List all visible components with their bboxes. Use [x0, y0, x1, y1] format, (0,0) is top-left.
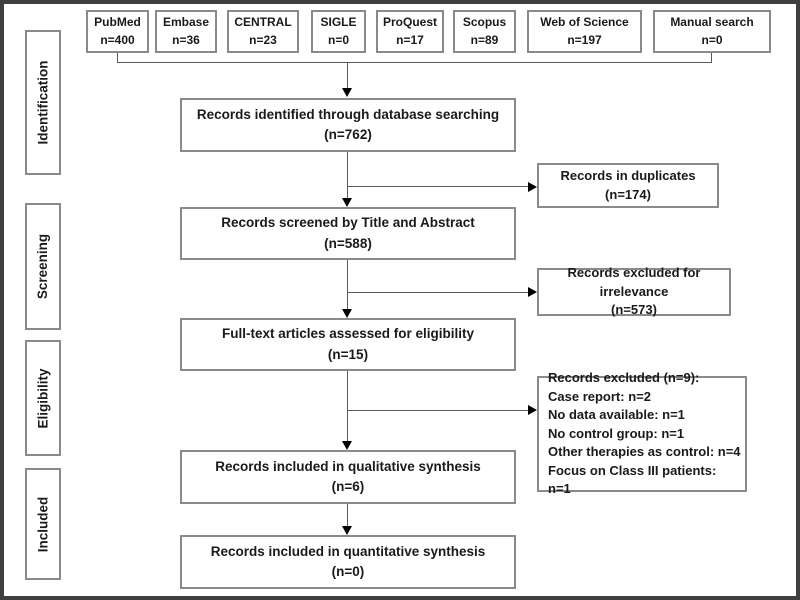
connector-line: [347, 260, 348, 309]
exclusion-line: No data available: n=1: [548, 407, 685, 423]
stage-screening: Screening: [25, 203, 61, 330]
arrowhead-down-icon: [342, 309, 352, 318]
source-box-scopus: Scopus n=89: [453, 10, 516, 53]
flow-count: (n=6): [331, 479, 365, 494]
source-box-proquest: ProQuest n=17: [376, 10, 444, 53]
flow-box-quantitative: Records included in quantitative synthes…: [180, 535, 516, 589]
source-count: n=36: [172, 32, 200, 47]
source-name: SIGLE: [320, 15, 357, 30]
flow-box-fulltext: Full-text articles assessed for eligibil…: [180, 318, 516, 371]
exclusion-box-reasons: Records excluded (n=9): Case report: n=2…: [537, 370, 747, 496]
flow-label: Records included in quantitative synthes…: [210, 543, 486, 559]
source-name: PubMed: [94, 15, 141, 30]
stage-label: Identification: [35, 60, 51, 145]
flow-count: (n=762): [324, 127, 372, 142]
flow-count: (n=15): [327, 346, 369, 362]
connector-line: [711, 53, 712, 63]
source-name: Manual search: [670, 15, 754, 30]
source-box-sigle: SIGLE n=0: [311, 10, 366, 53]
exclusion-box-duplicates: Records in duplicates (n=174): [537, 163, 719, 208]
arrowhead-down-icon: [342, 198, 352, 207]
flow-count: (n=0): [331, 564, 365, 579]
source-box-embase: Embase n=36: [155, 10, 217, 53]
source-name: ProQuest: [382, 15, 437, 30]
source-count: n=400: [100, 32, 135, 47]
exclusion-count: (n=174): [605, 186, 651, 202]
stage-label: Screening: [35, 233, 51, 300]
flow-box-screened: Records screened by Title and Abstract (…: [180, 207, 516, 260]
connector-line: [347, 504, 348, 526]
exclusion-line: No control group: n=1: [548, 425, 685, 441]
flow-label: Records identified through database sear…: [196, 106, 500, 122]
source-count: n=23: [249, 32, 277, 47]
flow-box-identified: Records identified through database sear…: [180, 98, 516, 152]
connector-line: [117, 62, 712, 63]
source-count: n=0: [701, 32, 723, 47]
arrowhead-down-icon: [342, 88, 352, 97]
source-count: n=17: [396, 32, 424, 47]
connector-line: [347, 62, 348, 89]
stage-identification: Identification: [25, 30, 61, 175]
connector-line: [347, 186, 529, 187]
exclusion-line: Records excluded (n=9):: [548, 370, 700, 386]
exclusion-line: Other therapies as control: n=4: [548, 444, 741, 460]
stage-eligibility: Eligibility: [25, 340, 61, 456]
stage-label: Eligibility: [35, 367, 51, 429]
arrowhead-down-icon: [342, 526, 352, 535]
flow-count: (n=588): [324, 235, 372, 251]
exclusion-count: (n=573): [611, 302, 657, 318]
exclusion-label: Records excluded for irrelevance: [567, 264, 701, 299]
exclusion-line: Case report: n=2: [548, 388, 651, 404]
flow-box-qualitative: Records included in qualitative synthesi…: [180, 450, 516, 504]
source-count: n=89: [470, 32, 499, 47]
connector-line: [347, 371, 348, 441]
source-box-central: CENTRAL n=23: [227, 10, 299, 53]
exclusion-label: Records in duplicates: [560, 167, 696, 183]
exclusion-line: Focus on Class III patients: n=1: [548, 462, 717, 497]
source-box-pubmed: PubMed n=400: [86, 10, 149, 53]
connector-line: [347, 292, 529, 293]
source-name: Web of Science: [540, 15, 629, 30]
flow-label: Records screened by Title and Abstract: [221, 215, 475, 231]
stage-label: Included: [35, 496, 51, 552]
exclusion-box-irrelevance: Records excluded for irrelevance (n=573): [537, 265, 731, 317]
arrowhead-right-icon: [528, 182, 537, 192]
source-box-web-of-science: Web of Science n=197: [527, 10, 642, 53]
source-name: Embase: [162, 15, 210, 30]
source-name: CENTRAL: [234, 15, 292, 30]
flow-label: Records included in qualitative synthesi…: [215, 458, 481, 474]
connector-line: [347, 152, 348, 199]
connector-line: [347, 410, 529, 411]
stage-included: Included: [25, 468, 61, 580]
source-box-manual-search: Manual search n=0: [653, 10, 771, 53]
arrowhead-right-icon: [528, 405, 537, 415]
source-name: Scopus: [462, 15, 507, 30]
arrowhead-right-icon: [528, 287, 537, 297]
source-count: n=0: [327, 32, 349, 47]
flow-label: Full-text articles assessed for eligibil…: [221, 326, 475, 342]
arrowhead-down-icon: [342, 441, 352, 450]
connector-line: [117, 53, 118, 63]
source-count: n=197: [567, 32, 602, 47]
